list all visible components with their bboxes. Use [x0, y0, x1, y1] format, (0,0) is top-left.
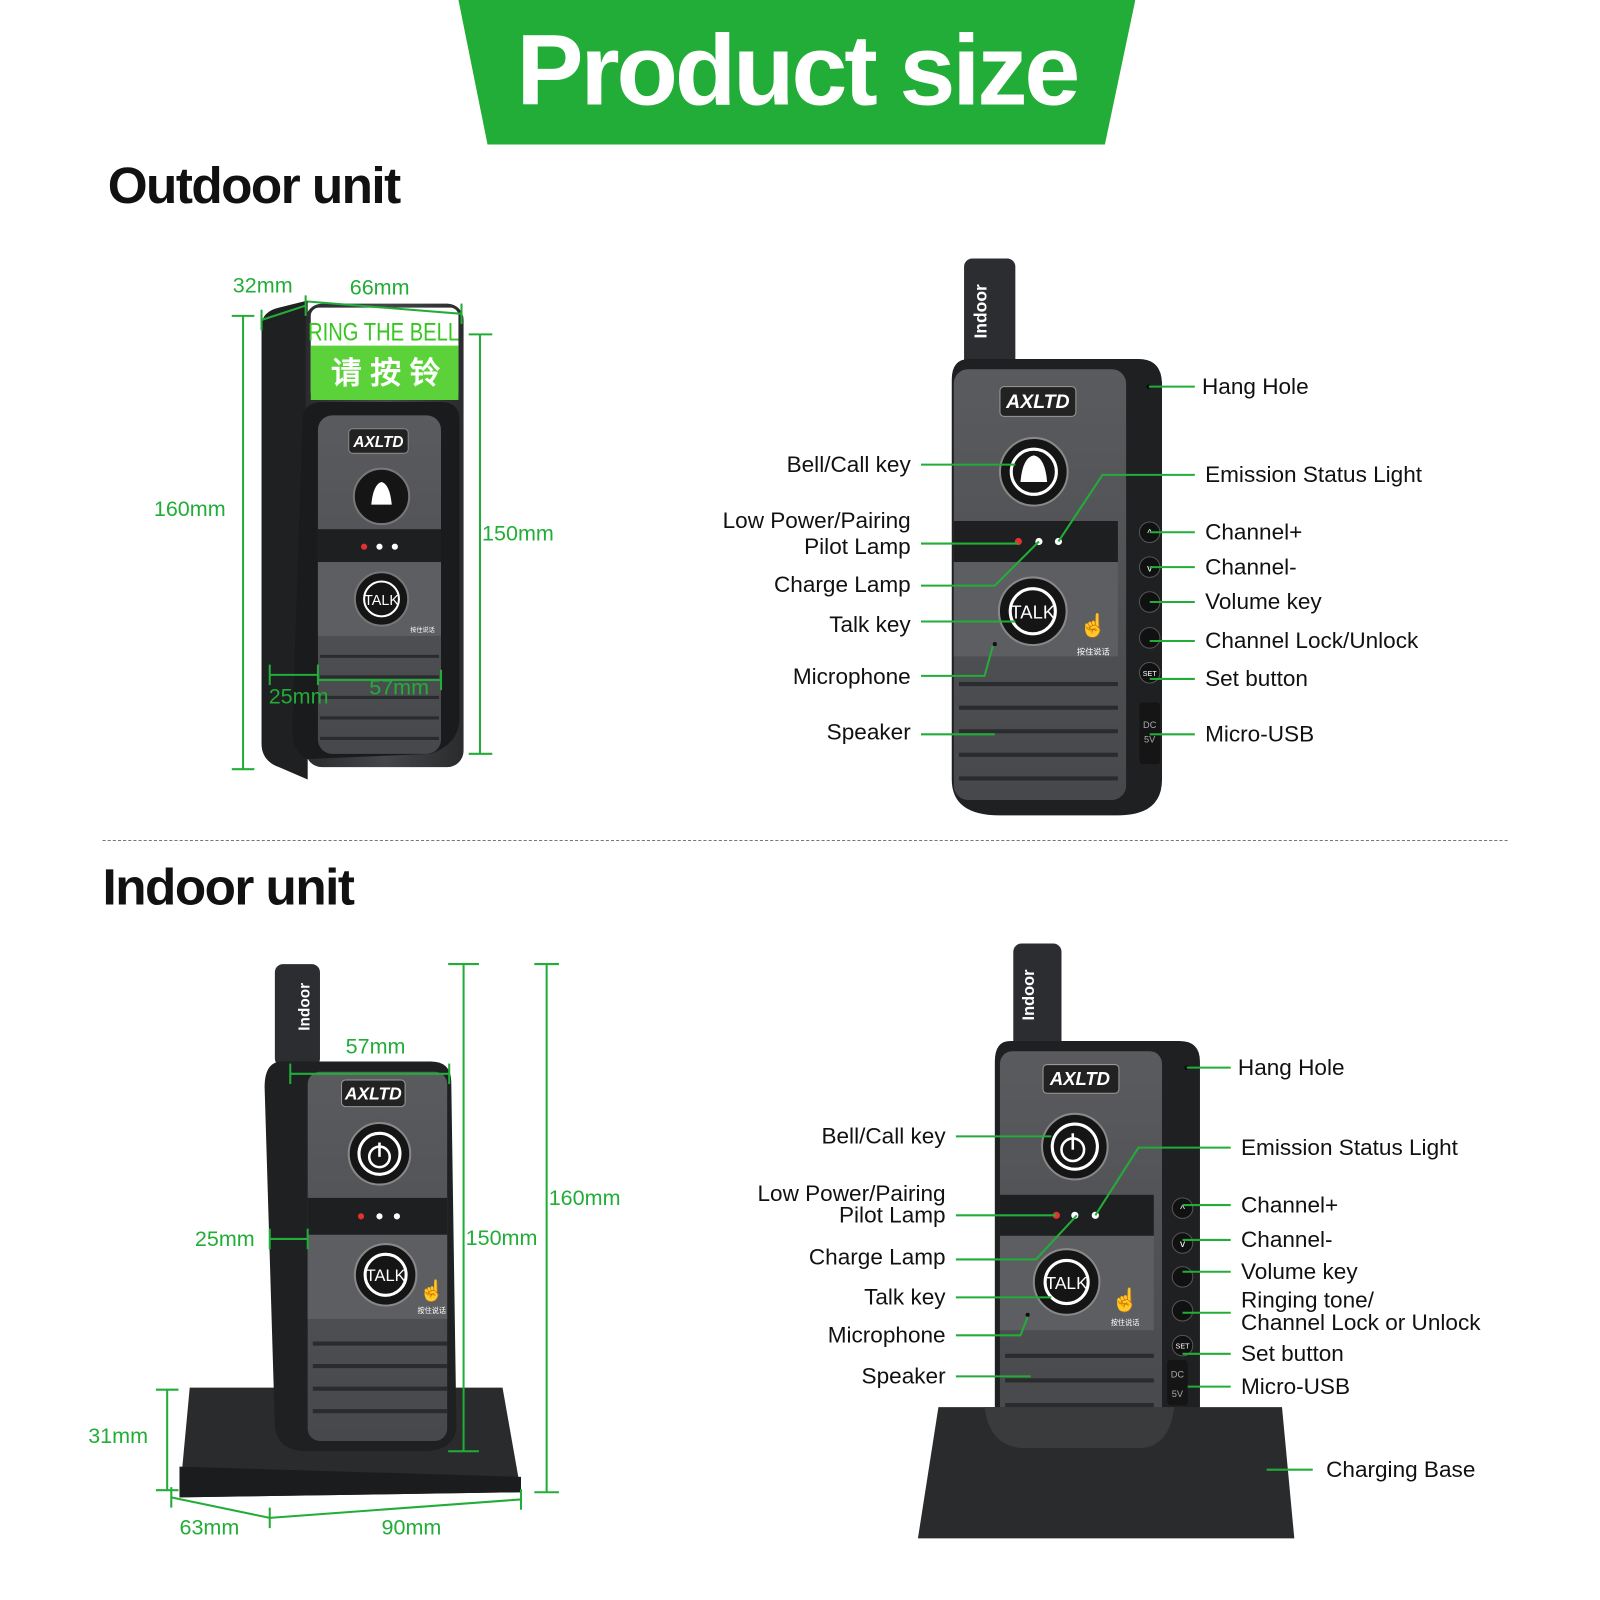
- callout-speaker: Speaker: [826, 718, 911, 745]
- callout-channel-lock: Channel Lock/Unlock: [1205, 627, 1419, 654]
- dim-outdoor-inner-width: 57mm: [369, 675, 430, 700]
- svg-text:☝: ☝: [419, 1277, 445, 1303]
- callout-channel-plus: Channel+: [1205, 518, 1303, 545]
- outdoor-callout-lines: [920, 385, 1195, 736]
- banner-title: Product size: [516, 13, 1081, 127]
- callout-charging-base: Charging Base: [1326, 1456, 1476, 1482]
- callout-ringing-tone-2: Channel Lock or Unlock: [1240, 1309, 1481, 1336]
- dim-indoor-total-height: 160mm: [548, 1186, 621, 1211]
- svg-text:Indoor: Indoor: [297, 983, 314, 1031]
- svg-text:SET: SET: [1143, 670, 1158, 678]
- callout-low-power-2: Pilot Lamp: [804, 533, 911, 559]
- callout-talk-key: Talk key: [864, 1284, 946, 1310]
- svg-text:5V: 5V: [1172, 1389, 1184, 1399]
- callout-charge-lamp: Charge Lamp: [774, 571, 911, 597]
- callout-set-button: Set button: [1205, 665, 1308, 692]
- svg-text:TALK: TALK: [1010, 601, 1055, 622]
- usb-port: [1167, 1359, 1188, 1406]
- callout-charge-lamp: Charge Lamp: [808, 1244, 946, 1270]
- callout-low-power-1: Low Power/Pairing: [757, 1180, 946, 1207]
- callout-volume-key: Volume key: [1205, 588, 1322, 615]
- dim-outdoor-bottom-depth: 25mm: [268, 685, 329, 709]
- antenna: [274, 964, 320, 1067]
- callout-speaker: Speaker: [861, 1363, 946, 1389]
- svg-text:按住说话: 按住说话: [417, 1306, 446, 1315]
- callout-micro-usb: Micro-USB: [1205, 720, 1315, 747]
- inner-talk-button: [353, 571, 410, 627]
- svg-text:5V: 5V: [1144, 735, 1156, 745]
- svg-text:☝: ☝: [1111, 1286, 1139, 1314]
- callout-microphone: Microphone: [827, 1321, 946, 1348]
- dim-outdoor-width: 66mm: [349, 275, 410, 300]
- dim-base-depth: 63mm: [179, 1515, 240, 1540]
- microphone-hole: [992, 642, 997, 647]
- indoor-section-title: Indoor unit: [102, 858, 355, 916]
- callout-micro-usb: Micro-USB: [1240, 1373, 1351, 1399]
- bell-icon: [1020, 455, 1048, 483]
- svg-text:TALK: TALK: [364, 593, 399, 609]
- dim-outdoor-height: 160mm: [153, 497, 226, 522]
- callout-talk-key: Talk key: [829, 611, 911, 637]
- outdoor-dimension-lines: [231, 295, 493, 771]
- svg-text:DC: DC: [1143, 720, 1157, 730]
- callout-channel-minus: Channel-: [1205, 553, 1297, 580]
- hand-press-icon: ☝: [1079, 611, 1107, 639]
- bell-sign-green: [310, 345, 459, 400]
- svg-text:v: v: [1147, 563, 1153, 574]
- title-banner: Product size: [458, 0, 1136, 145]
- svg-text:^: ^: [1147, 528, 1152, 539]
- callout-set-button: Set button: [1240, 1340, 1344, 1367]
- svg-text:按住说话: 按住说话: [1111, 1318, 1140, 1327]
- callout-hang-hole: Hang Hole: [1237, 1054, 1345, 1080]
- dim-indoor-depth: 25mm: [194, 1227, 255, 1252]
- svg-text:Indoor: Indoor: [1020, 969, 1038, 1021]
- callout-emission-light: Emission Status Light: [1205, 461, 1423, 488]
- callout-hang-hole: Hang Hole: [1202, 373, 1309, 399]
- svg-text:按住说话: 按住说话: [1077, 646, 1110, 656]
- inner-speaker-grille: [319, 654, 439, 740]
- svg-text:AXLTD: AXLTD: [1049, 1068, 1110, 1089]
- callout-low-power-2: Pilot Lamp: [838, 1202, 946, 1228]
- svg-text:DC: DC: [1171, 1369, 1185, 1379]
- dim-base-height: 31mm: [88, 1424, 149, 1449]
- callout-microphone: Microphone: [792, 663, 911, 690]
- callout-volume-key: Volume key: [1240, 1258, 1358, 1285]
- callout-channel-minus: Channel-: [1240, 1226, 1333, 1253]
- callout-ringing-tone-1: Ringing tone/: [1240, 1287, 1374, 1313]
- dim-outdoor-depth: 32mm: [232, 273, 293, 298]
- sign-chinese-text: 请 按 铃: [331, 356, 441, 391]
- svg-text:^: ^: [1180, 1204, 1185, 1215]
- callout-bell-key: Bell/Call key: [786, 451, 911, 477]
- device-logo: AXLTD: [1005, 391, 1069, 413]
- callout-emission-light: Emission Status Light: [1240, 1134, 1458, 1160]
- outdoor-section-title: Outdoor unit: [107, 156, 402, 215]
- svg-text:按住说话: 按住说话: [410, 626, 435, 634]
- section-divider: [102, 839, 1508, 841]
- antenna-label: Indoor: [971, 284, 991, 338]
- indoor-callout-lines: [955, 1066, 1313, 1471]
- dim-outdoor-inner-height: 150mm: [482, 522, 554, 546]
- dim-base-width: 90mm: [381, 1515, 442, 1540]
- antenna: [964, 258, 1016, 370]
- callout-channel-plus: Channel+: [1240, 1191, 1339, 1218]
- svg-text:AXLTD: AXLTD: [344, 1083, 402, 1103]
- callout-low-power-1: Low Power/Pairing: [722, 507, 911, 534]
- svg-text:v: v: [1180, 1239, 1186, 1250]
- callout-bell-key: Bell/Call key: [821, 1123, 946, 1149]
- indoor-dimension-lines: [155, 963, 559, 1529]
- svg-text:SET: SET: [1176, 1343, 1191, 1351]
- sign-english-text: RING THE BELL: [308, 319, 459, 346]
- inner-logo: AXLTD: [352, 434, 403, 451]
- inner-bell-icon: [371, 482, 392, 505]
- dim-indoor-width: 57mm: [345, 1034, 406, 1059]
- svg-text:TALK: TALK: [1045, 1273, 1088, 1293]
- dim-indoor-body-height: 150mm: [465, 1226, 538, 1251]
- speaker-grille: [958, 682, 1118, 781]
- svg-text:TALK: TALK: [366, 1267, 406, 1285]
